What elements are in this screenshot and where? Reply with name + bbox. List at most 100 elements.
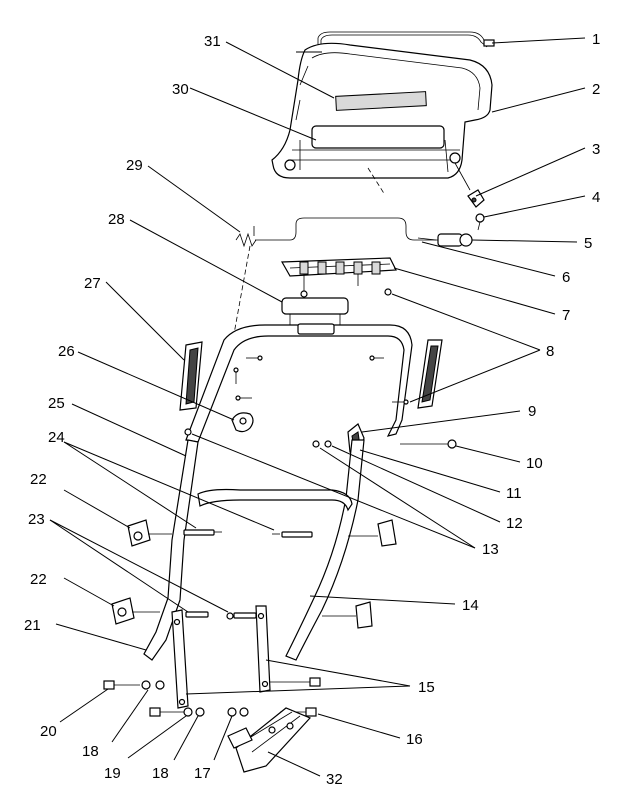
callout-15: 15 (418, 679, 435, 696)
leader-26 (77, 351, 235, 421)
part-adjust-link-right (255, 605, 271, 693)
leader-4 (483, 195, 586, 218)
part-upper-handle (185, 323, 413, 443)
callout-22a: 22 (30, 471, 47, 488)
leader-2 (491, 87, 586, 113)
part-knob-upper-left (127, 519, 172, 547)
callout-18a: 18 (82, 743, 99, 760)
callout-29: 29 (126, 157, 143, 174)
callout-20: 20 (40, 723, 57, 740)
leader-25 (71, 403, 187, 457)
callout-1: 1 (592, 31, 600, 48)
leader-29 (147, 165, 241, 233)
callout-2: 2 (592, 81, 600, 98)
leader-3 (475, 147, 586, 197)
leader-14 (309, 595, 456, 605)
leader-20 (59, 688, 109, 723)
part-deck-bracket (227, 707, 312, 773)
leader-17 (213, 715, 233, 761)
callout-4: 4 (592, 189, 600, 206)
leader-15a (185, 685, 411, 695)
leader-24a (63, 441, 197, 529)
callout-26: 26 (58, 343, 75, 360)
part-knob-upper-right (348, 519, 397, 547)
part-adjust-link-left (171, 609, 189, 709)
part-switch-lever (312, 423, 457, 453)
leader-1 (491, 37, 586, 44)
callout-14: 14 (462, 597, 479, 614)
callout-12: 12 (506, 515, 523, 532)
leader-12 (331, 445, 501, 523)
leader-30 (189, 87, 317, 141)
leader-lines (49, 37, 586, 777)
callout-10: 10 (526, 455, 543, 472)
part-screw-4 (475, 213, 485, 231)
leader-13b (191, 433, 476, 549)
leader-23b (49, 519, 229, 613)
part-screws-8 (233, 355, 409, 405)
leader-13a (319, 447, 476, 549)
part-knob-lower-left (111, 597, 160, 625)
part-bolts-23 (185, 611, 257, 620)
part-knob-lower-right (322, 601, 373, 629)
assembly-line-console (367, 167, 386, 196)
leader-7 (393, 267, 556, 315)
callout-8: 8 (546, 343, 554, 360)
assembly-line-spring (231, 245, 251, 346)
callout-3: 3 (592, 141, 600, 158)
callout-9: 9 (528, 403, 536, 420)
leader-11 (359, 449, 501, 493)
callout-23: 23 (28, 511, 45, 528)
leader-21 (55, 623, 147, 651)
leader-22b (63, 577, 115, 607)
callout-28: 28 (108, 211, 125, 228)
leader-24b (63, 441, 275, 531)
part-upper-console (271, 42, 493, 191)
callout-7: 7 (562, 307, 570, 324)
leader-31 (225, 41, 335, 99)
callout-27: 27 (84, 275, 101, 292)
callout-32: 32 (326, 771, 343, 788)
callout-25: 25 (48, 395, 65, 412)
part-foam-grip (281, 297, 349, 326)
callout-19: 19 (104, 765, 121, 782)
leader-27 (105, 281, 185, 361)
leader-15b (265, 659, 411, 687)
callout-22b: 22 (30, 571, 47, 588)
part-lower-handle (143, 439, 365, 661)
part-bracket-clip (467, 189, 485, 208)
leader-6 (421, 241, 556, 277)
part-left-grip (179, 341, 203, 411)
callout-21: 21 (24, 617, 41, 634)
callout-16: 16 (406, 731, 423, 748)
leader-23a (49, 519, 189, 613)
callout-18b: 18 (152, 765, 169, 782)
leader-18b (173, 715, 199, 761)
leader-5 (471, 239, 578, 243)
callout-31: 31 (204, 33, 221, 50)
callout-11: 11 (506, 485, 522, 502)
leader-32 (267, 751, 321, 777)
part-hardware-lower (103, 677, 321, 717)
part-spring (235, 226, 257, 248)
callout-labels: 1 2 3 4 5 6 7 8 9 10 11 12 13 14 15 16 1… (24, 31, 600, 788)
callout-30: 30 (172, 81, 189, 98)
leader-10 (455, 445, 521, 463)
leader-9 (361, 410, 521, 433)
callout-5: 5 (584, 235, 592, 252)
part-switch-bracket (280, 257, 397, 298)
leader-8a (391, 293, 541, 351)
callout-17: 17 (194, 765, 211, 782)
part-control-cable (255, 217, 473, 247)
leader-28 (129, 219, 283, 303)
callout-24: 24 (48, 429, 65, 446)
callout-13: 13 (482, 541, 499, 558)
part-cable-guide (184, 412, 254, 436)
leader-22a (63, 489, 131, 529)
leader-18a (111, 689, 149, 743)
part-right-grip (417, 339, 443, 409)
leader-19 (127, 715, 187, 759)
part-bolts-24 (183, 529, 313, 538)
